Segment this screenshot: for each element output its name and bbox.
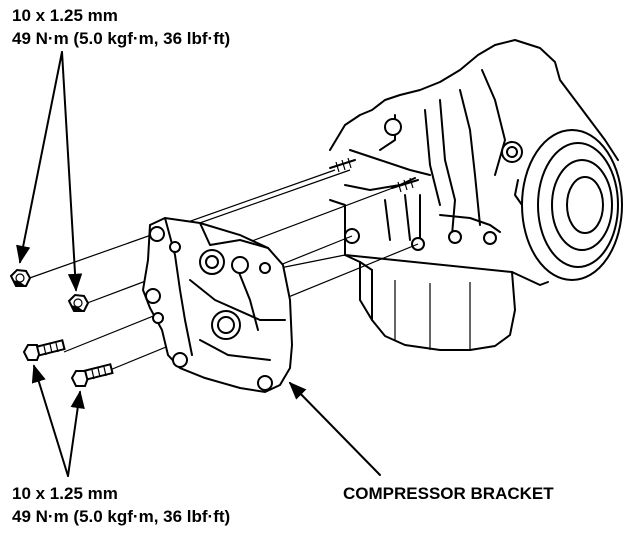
compressor-bracket [141, 216, 294, 394]
engine-stud-upper [329, 157, 356, 173]
arrow-icon [16, 51, 83, 292]
torque-value-label: 49 N·m (5.0 kgf·m, 36 lbf·ft) [12, 29, 231, 48]
torque-spec-top: 10 x 1.25 mm 49 N·m (5.0 kgf·m, 36 lbf·f… [12, 4, 230, 50]
bolt-size-label: 10 x 1.25 mm [12, 484, 118, 503]
torque-value-label: 49 N·m (5.0 kgf·m, 36 lbf·ft) [12, 507, 231, 526]
compressor-bracket-label: COMPRESSOR BRACKET [343, 484, 554, 503]
torque-spec-bottom: 10 x 1.25 mm 49 N·m (5.0 kgf·m, 36 lbf·f… [12, 482, 230, 528]
nut-icon [67, 293, 90, 312]
arrow-icon [288, 381, 381, 476]
nut-icon [9, 268, 32, 287]
bolt-icon [22, 339, 66, 361]
bolt-icon [70, 363, 114, 387]
engine-block [329, 39, 619, 351]
bolt-size-label: 10 x 1.25 mm [12, 6, 118, 25]
crank-pulley [514, 129, 623, 281]
arrow-icon [31, 364, 85, 477]
